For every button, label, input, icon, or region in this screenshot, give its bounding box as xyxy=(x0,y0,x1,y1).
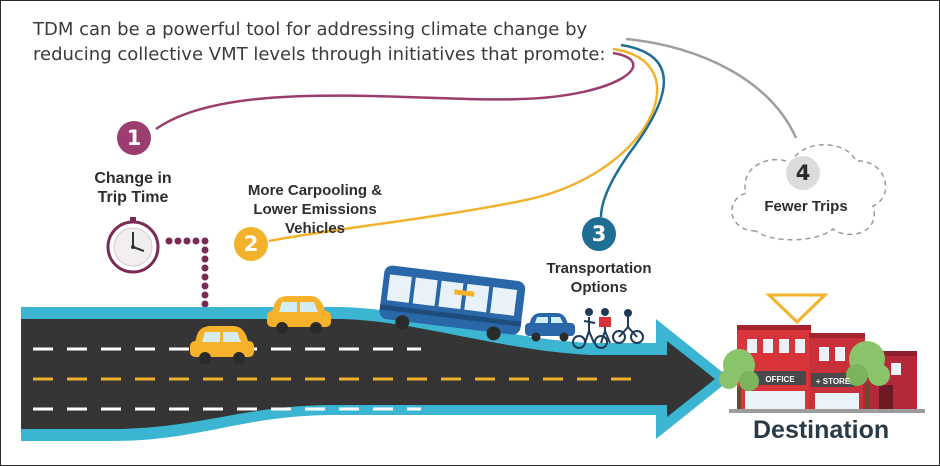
step-2-badge: 2 xyxy=(234,227,268,261)
road-lane-markings xyxy=(33,347,641,411)
step-1-label-line: Change in xyxy=(94,170,172,187)
step-3-badge: 3 xyxy=(582,217,616,251)
pedestrians-cyclist-icon xyxy=(572,308,644,349)
step-2-label-line: Lower Emissions xyxy=(253,201,377,218)
connector-line-3 xyxy=(599,43,666,218)
step-2-label-line: Vehicles xyxy=(284,220,346,237)
step-1-label-line: Trip Time xyxy=(97,189,169,206)
step-3-label-line: Transportation xyxy=(546,260,652,277)
connector-line-2 xyxy=(268,47,659,243)
intro-text: TDM can be a powerful tool for addressin… xyxy=(33,17,633,67)
connector-line-1 xyxy=(155,51,635,131)
step-2-label: More Carpooling & Lower Emissions Vehicl… xyxy=(239,181,391,238)
destination-marker-icon xyxy=(765,293,829,325)
store-sign: + STORE xyxy=(816,377,851,386)
step-1-label: Change in Trip Time xyxy=(77,169,189,207)
car-icon-lower xyxy=(190,326,254,364)
step-4-label: Fewer Trips xyxy=(751,197,861,216)
step-4-badge: 4 xyxy=(786,156,820,190)
destination-buildings-icon xyxy=(719,325,925,413)
small-car-icon xyxy=(525,313,575,342)
step-3-label-line: Options xyxy=(570,279,628,296)
connector-line-4 xyxy=(625,37,798,139)
step-1-badge: 1 xyxy=(117,121,151,155)
destination-label: Destination xyxy=(753,416,890,444)
step-4-label-line: Fewer Trips xyxy=(764,198,848,215)
bus-icon xyxy=(379,265,526,341)
clock-icon xyxy=(106,217,160,274)
car-icon-upper xyxy=(267,296,331,334)
cloud-outline xyxy=(731,144,887,241)
step-2-label-line: More Carpooling & xyxy=(247,182,383,199)
step-3-label: Transportation Options xyxy=(529,259,669,297)
office-sign: OFFICE xyxy=(765,375,795,384)
intro-line-1: TDM can be a powerful tool for addressin… xyxy=(33,19,588,40)
intro-line-2: reducing collective VMT levels through i… xyxy=(33,44,606,65)
